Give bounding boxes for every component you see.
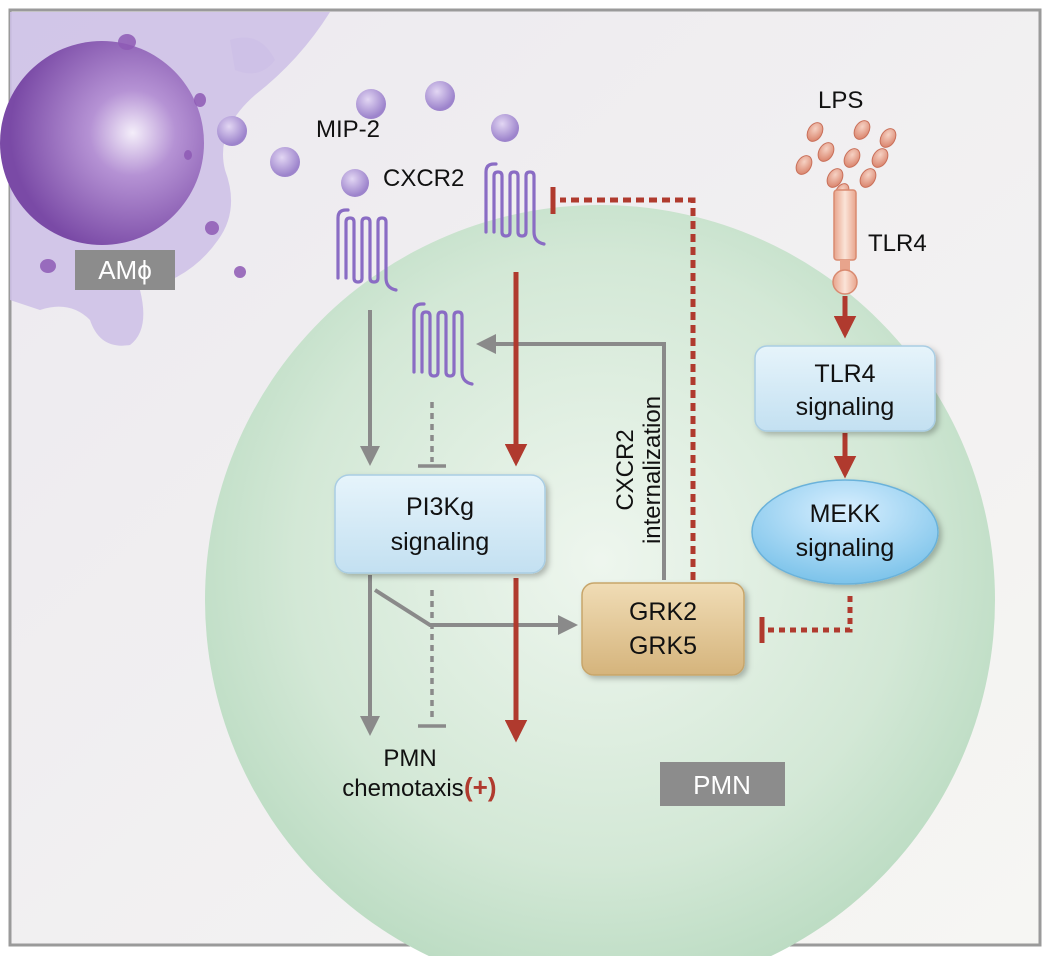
pmn-tag [660,762,785,806]
pmn-chemotaxis-line1: PMN [383,745,436,772]
cxcr2-label: CXCR2 [383,165,464,192]
pmn-chemotaxis-line2: chemotaxis [342,775,463,802]
tlr4-receptor [832,189,858,295]
inhibition-grk-to-cxcr2 [560,197,696,580]
pi3k-label-line1: PI3Kg [406,493,474,521]
pmn-tag-label: PMN [693,770,751,800]
mekk-label-line1: MEKK [810,500,881,528]
mip2-label: MIP-2 [316,116,380,143]
tlr4sig-label-line2: signaling [796,393,895,421]
red-pathways [504,272,857,743]
plus-sign: (+) [464,772,497,802]
internalization-label: CXCR2 internalization [612,396,666,544]
macrophage-granules [40,34,246,278]
internalization-label-line1: CXCR2 [612,429,639,510]
tlr4sig-label-line1: TLR4 [814,360,875,388]
pi3k-signaling-box [334,474,546,574]
mekk-label-line2: signaling [796,534,895,562]
mip2-ligands [217,81,519,197]
grk-label-line2: GRK5 [629,632,697,660]
gray-inhibitions [418,402,446,728]
arrow-grk-internalization [476,334,666,580]
am-phi-label: AMϕ [98,255,152,285]
grk-label-line1: GRK2 [629,598,697,626]
red-inhibitions [550,187,853,643]
lps-label: LPS [818,87,863,114]
arrow-pi3k-to-grk [373,588,578,635]
internalization-label-line2: internalization [639,396,666,544]
gray-pathways [360,310,666,736]
macrophage-nucleus [0,41,204,245]
pi3k-label-line2: signaling [391,528,490,556]
tlr4-label: TLR4 [868,230,927,257]
mekk-signaling-ellipse [751,479,939,585]
am-phi-tag [75,250,175,290]
inhibition-mekk-to-grk [768,596,853,633]
grk-box [581,582,745,676]
tlr4-signaling-box [754,345,936,432]
